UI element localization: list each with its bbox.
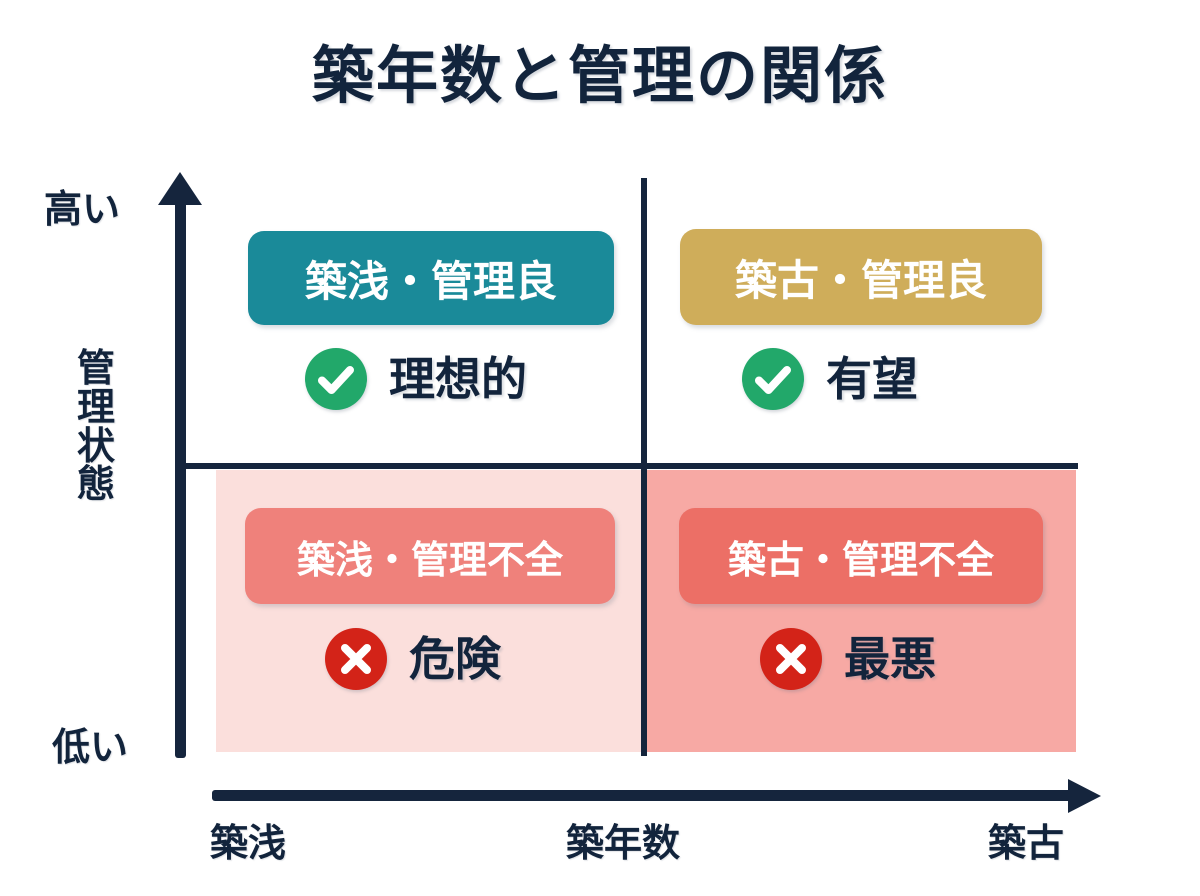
arrow-right-icon [1068, 779, 1101, 813]
quadrant-verdict-label-top-left: 理想的 [389, 353, 527, 405]
quadrant-verdict-top-left: 理想的 [305, 348, 527, 410]
quadrant-verdict-label-bottom-right: 最悪 [844, 633, 936, 685]
quadrant-verdict-label-top-right: 有望 [826, 353, 918, 405]
y-axis-low-label: 低い [52, 727, 129, 769]
quadrant-heading-top-left: 築浅・管理良 [248, 231, 614, 325]
matrix-horizontal-divider [178, 463, 1078, 469]
check-circle-icon [305, 348, 367, 410]
quadrant-heading-bottom-left: 築浅・管理不全 [245, 508, 615, 604]
quadrant-verdict-top-right: 有望 [742, 348, 918, 410]
check-circle-icon [742, 348, 804, 410]
quadrant-heading-bottom-right: 築古・管理不全 [679, 508, 1043, 604]
quadrant-verdict-bottom-left: 危険 [325, 628, 501, 690]
page-title: 築年数と管理の関係 [311, 42, 888, 111]
y-axis-line [175, 196, 186, 758]
arrow-up-icon [158, 172, 202, 205]
x-axis-right-label: 築古 [988, 823, 1065, 865]
x-circle-icon [760, 628, 822, 690]
quadrant-heading-top-right: 築古・管理良 [680, 229, 1042, 325]
y-axis-high-label: 高い [44, 189, 121, 231]
quadrant-verdict-label-bottom-left: 危険 [409, 633, 501, 685]
x-axis-line [212, 790, 1080, 801]
x-axis-left-label: 築浅 [210, 823, 287, 865]
x-circle-icon [325, 628, 387, 690]
x-axis-title: 築年数 [566, 823, 681, 865]
y-axis-title: 管理状態 [76, 348, 115, 507]
quadrant-verdict-bottom-right: 最悪 [760, 628, 936, 690]
